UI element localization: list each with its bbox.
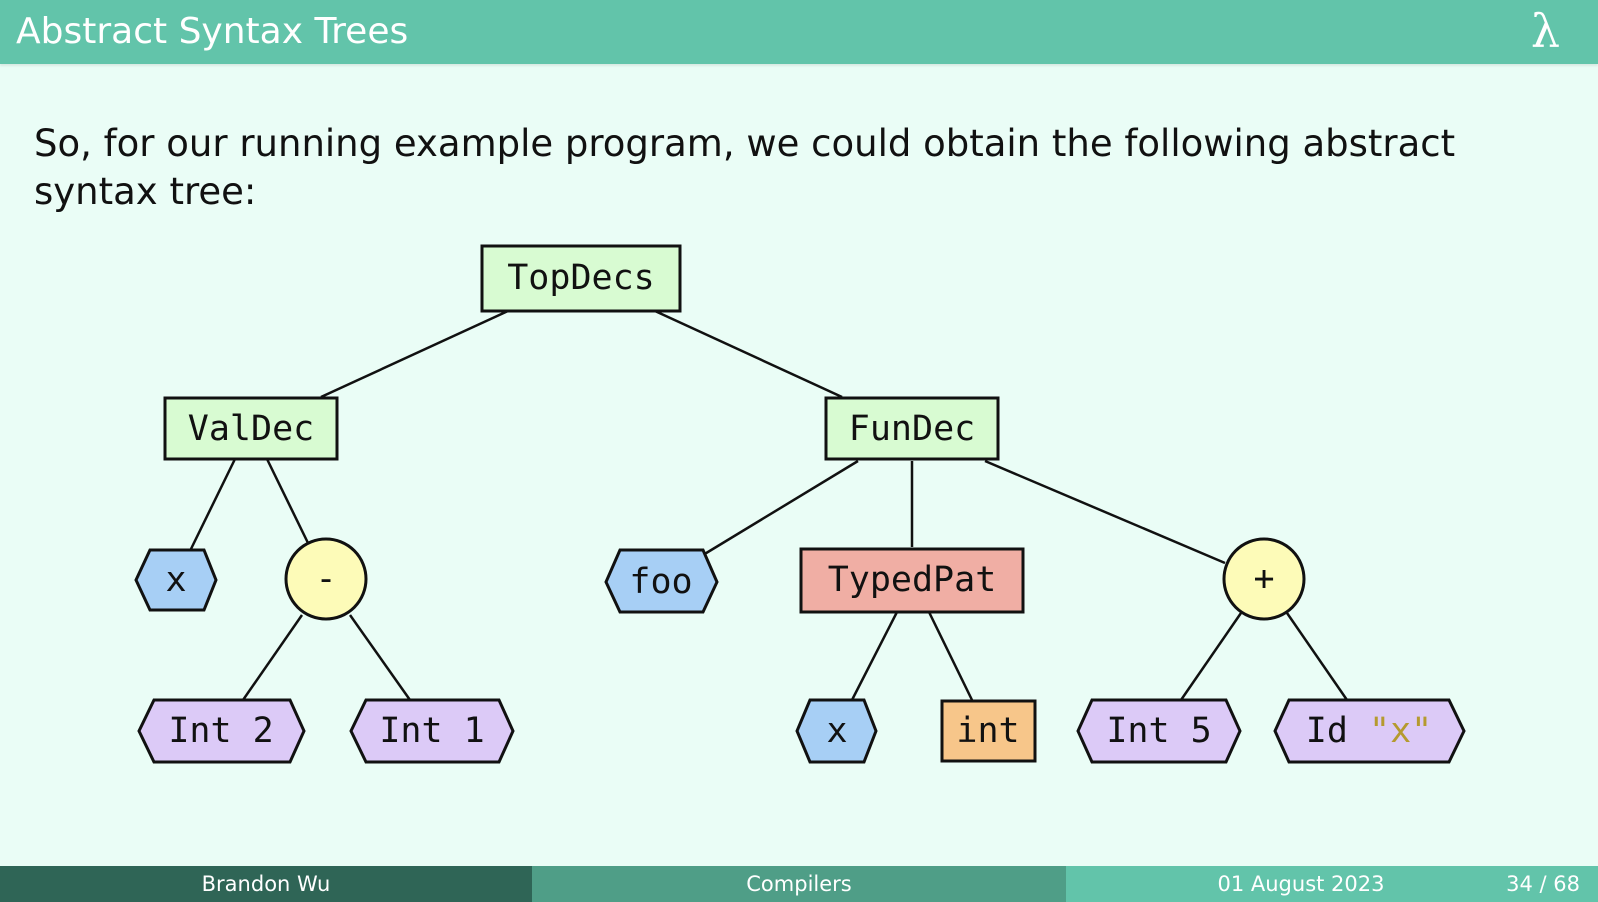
node-int-1-label: Int 1: [379, 711, 484, 751]
edge-minus-int2: [241, 614, 304, 701]
node-int-1: Int 1: [349, 698, 515, 764]
node-int-5-label: Int 5: [1106, 711, 1211, 751]
tree-edges: [188, 309, 1349, 701]
node-int-2: Int 2: [137, 698, 306, 764]
edge-plus-int5: [1179, 612, 1243, 701]
node-minus-label: -: [315, 559, 336, 599]
edge-plus-id: [1285, 612, 1349, 701]
edge-fundec-foo: [702, 459, 859, 557]
node-int-5: Int 5: [1076, 698, 1242, 764]
lambda-logo-icon: λ: [1530, 4, 1560, 58]
footer-page-number: 34 / 68: [1506, 872, 1580, 896]
footer-author: Brandon Wu: [0, 866, 532, 902]
edge-fundec-plus: [984, 459, 1226, 565]
footer-date: 01 August 2023: [1217, 872, 1385, 896]
edge-valdec-x: [188, 458, 237, 552]
node-minus: -: [284, 537, 368, 621]
node-int-type: int: [940, 699, 1037, 763]
edge-typedpat-int: [927, 611, 974, 701]
edge-valdec-minus: [265, 458, 310, 544]
node-valdec-label: ValDec: [188, 409, 314, 449]
node-id-x-prefix: Id: [1306, 711, 1369, 751]
node-fundec: FunDec: [824, 396, 1000, 461]
slide-header: Abstract Syntax Trees λ: [0, 0, 1598, 64]
edge-topdecs-fundec: [654, 309, 843, 399]
node-typedpat-x: x: [795, 698, 878, 764]
slide-footer: Brandon Wu Compilers 01 August 2023 34 /…: [0, 866, 1598, 902]
node-foo-label: foo: [629, 562, 692, 602]
node-id-x: Id "x": [1273, 698, 1466, 764]
edge-topdecs-valdec: [320, 309, 509, 399]
node-id-x-label: Id "x": [1306, 711, 1432, 751]
intro-text: So, for our running example program, we …: [34, 122, 1456, 213]
node-valdec: ValDec: [163, 396, 339, 461]
node-typedpat: TypedPat: [799, 547, 1025, 614]
node-int-2-label: Int 2: [168, 711, 273, 751]
node-fundec-label: FunDec: [849, 409, 975, 449]
edge-typedpat-x: [850, 611, 899, 701]
node-typedpat-x-label: x: [826, 711, 847, 751]
node-plus: +: [1222, 537, 1306, 621]
node-valdec-x: x: [134, 548, 218, 612]
footer-right: 01 August 2023 34 / 68: [1066, 866, 1598, 902]
node-plus-label: +: [1253, 559, 1274, 599]
node-int-type-label: int: [956, 711, 1019, 751]
node-foo: foo: [604, 548, 719, 614]
node-topdecs-label: TopDecs: [507, 258, 655, 298]
slide-title: Abstract Syntax Trees: [16, 11, 409, 52]
node-id-x-string: "x": [1369, 711, 1432, 751]
node-topdecs: TopDecs: [480, 244, 682, 313]
edge-minus-int1: [348, 614, 412, 701]
node-typedpat-label: TypedPat: [828, 560, 997, 600]
footer-course: Compilers: [532, 866, 1066, 902]
node-valdec-x-label: x: [165, 560, 186, 600]
